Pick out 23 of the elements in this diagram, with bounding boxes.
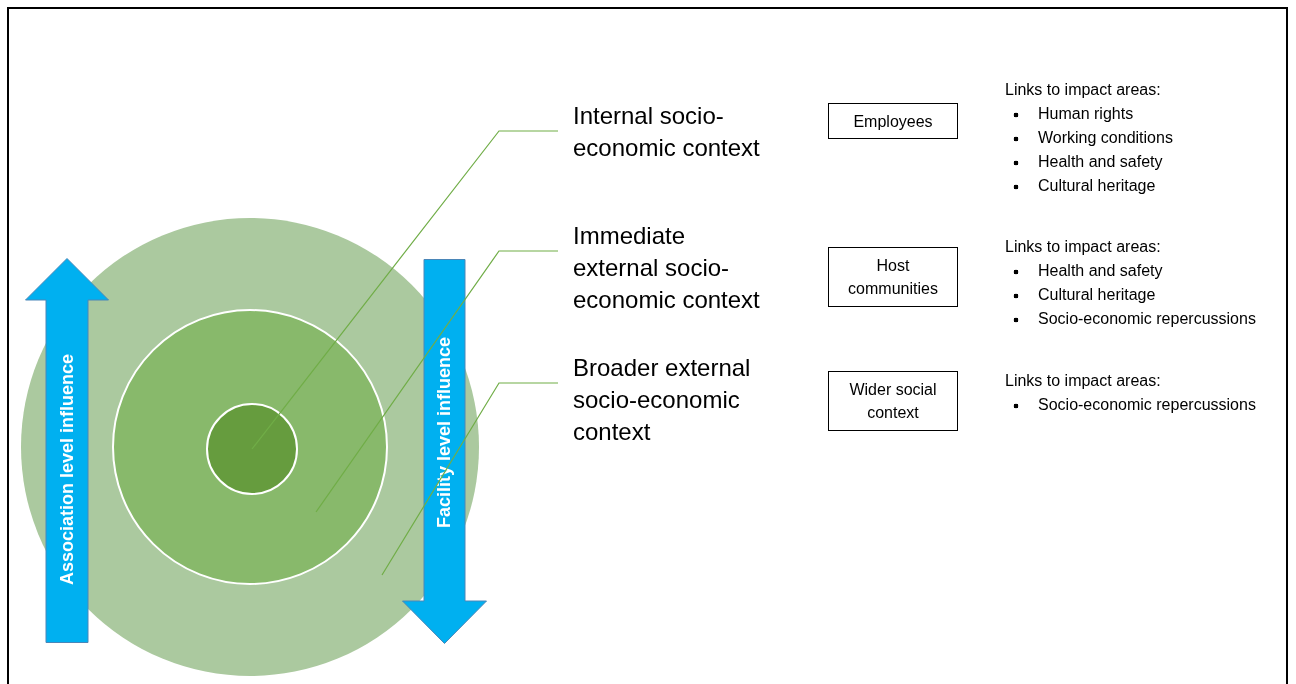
list-item: Socio-economic repercussions [1010,310,1256,328]
list-heading: Links to impact areas: [1005,372,1161,390]
arrow-label: Facility level influence [434,337,455,529]
list-item: Human rights [1010,105,1134,123]
arrow-label: Association level influence [56,353,78,585]
context-label: Internal socio-economic context [558,100,770,164]
stakeholder-box: Wider social context [828,371,958,431]
list-item: Socio-economic repercussions [1010,396,1256,414]
list-item: Health and safety [1010,262,1163,280]
leader-line [381,382,559,576]
list-item: Cultural heritage [1010,286,1156,304]
context-label: Broader external socio-economic context [558,352,770,448]
list-item: Health and safety [1010,153,1163,171]
list-heading: Links to impact areas: [1005,238,1161,256]
stakeholder-box: Host communities [828,247,958,307]
leader-line [251,130,559,450]
list-heading: Links to impact areas: [1005,81,1161,99]
context-label: Immediate external socio-economic context [558,220,770,316]
stakeholder-box: Employees [828,103,958,139]
list-item: Working conditions [1010,129,1173,147]
leader-line [315,250,559,513]
down-arrow [402,259,487,644]
list-item: Cultural heritage [1010,177,1156,195]
